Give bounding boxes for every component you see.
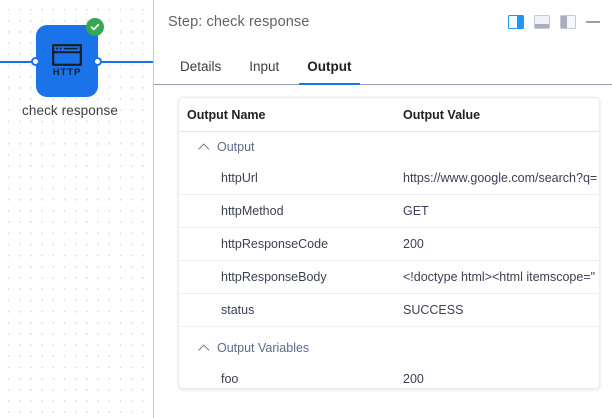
cell-output-value: https://www.google.com/search?q= bbox=[403, 171, 598, 185]
tab-output[interactable]: Output bbox=[297, 59, 361, 85]
browser-window-icon bbox=[52, 44, 82, 67]
cell-output-name: status bbox=[179, 293, 395, 327]
chevron-up-icon[interactable] bbox=[199, 143, 208, 152]
step-details-panel: Step: check response Details Input Outpu… bbox=[153, 0, 612, 418]
node-input-port[interactable] bbox=[31, 57, 40, 66]
table-row[interactable]: httpResponseBody <!doctype html><html it… bbox=[179, 260, 599, 294]
cell-output-value: SUCCESS bbox=[395, 293, 599, 327]
table-group-label: Output Variables bbox=[217, 341, 310, 355]
table-group-row-output[interactable]: Output bbox=[179, 132, 599, 163]
table-row[interactable]: status SUCCESS bbox=[179, 293, 599, 327]
cell-output-name: httpMethod bbox=[179, 194, 395, 228]
workflow-node-check-response[interactable]: HTTP bbox=[36, 25, 98, 97]
output-table: Output Name Output Value Output bbox=[179, 98, 599, 389]
cell-output-value: <!doctype html><html itemscope=" bbox=[395, 260, 599, 294]
cell-output-name: httpResponseBody bbox=[179, 260, 395, 294]
dock-left-icon[interactable] bbox=[560, 15, 576, 29]
cell-output-value: 200 bbox=[395, 227, 599, 261]
table-row[interactable]: httpResponseCode 200 bbox=[179, 227, 599, 261]
table-header-row: Output Name Output Value bbox=[179, 98, 599, 132]
table-group-row-output-variables[interactable]: Output Variables bbox=[179, 333, 599, 363]
node-status-success-badge bbox=[86, 18, 104, 36]
column-header-output-name: Output Name bbox=[179, 98, 395, 132]
page-title: Step: check response bbox=[168, 14, 310, 30]
output-table-body: Output httpUrl https://www.google.com/se… bbox=[179, 132, 599, 389]
workflow-node-label: check response bbox=[22, 103, 118, 118]
panel-body: Output Name Output Value Output bbox=[154, 85, 612, 418]
cell-output-name: httpResponseCode bbox=[179, 227, 395, 261]
minimize-icon[interactable] bbox=[586, 15, 600, 29]
table-group-divider bbox=[179, 326, 599, 333]
dock-right-icon[interactable] bbox=[508, 15, 524, 29]
cell-output-name: httpUrl bbox=[221, 171, 258, 185]
table-row[interactable]: httpUrl https://www.google.com/search?q= bbox=[179, 162, 599, 195]
table-group-label: Output bbox=[217, 140, 255, 154]
tab-details[interactable]: Details bbox=[180, 59, 222, 74]
node-output-port[interactable] bbox=[93, 57, 102, 66]
http-node-icon-label: HTTP bbox=[52, 67, 82, 79]
cell-output-value: GET bbox=[395, 194, 599, 228]
http-node-icon: HTTP bbox=[36, 25, 98, 97]
table-row[interactable]: httpMethod GET bbox=[179, 194, 599, 228]
table-row[interactable]: foo 200 bbox=[179, 363, 599, 388]
output-table-card: Output Name Output Value Output bbox=[178, 97, 600, 389]
chevron-up-icon[interactable] bbox=[199, 344, 208, 353]
output-table-header: Output Name Output Value bbox=[179, 98, 599, 132]
panel-tabs: Details Input Output bbox=[154, 44, 612, 85]
cell-output-value: 200 bbox=[403, 372, 424, 386]
column-header-output-value: Output Value bbox=[395, 98, 599, 132]
tab-input[interactable]: Input bbox=[249, 59, 280, 74]
panel-header-actions bbox=[508, 15, 600, 29]
panel-header: Step: check response bbox=[154, 0, 612, 44]
check-icon bbox=[90, 23, 100, 31]
workflow-canvas[interactable]: HTTP check response bbox=[0, 0, 153, 418]
cell-output-name: foo bbox=[221, 372, 239, 386]
dock-bottom-icon[interactable] bbox=[534, 15, 550, 29]
